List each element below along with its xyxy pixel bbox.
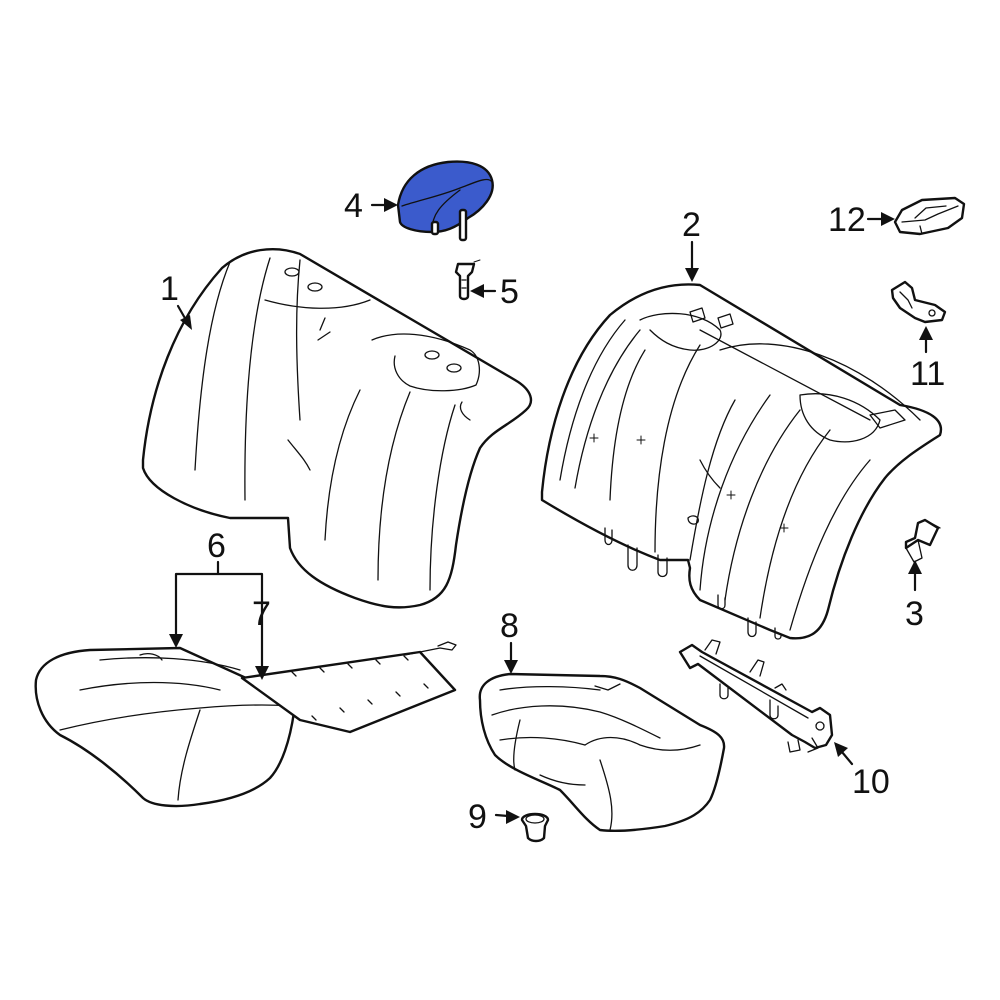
headrest-part[interactable]	[396, 160, 494, 242]
callout-11: 11	[910, 355, 945, 393]
bracket-part[interactable]	[890, 280, 947, 324]
callout-6: 6	[207, 527, 226, 565]
callout-4: 4	[344, 187, 363, 225]
grommet-part[interactable]	[520, 812, 550, 843]
seat-cushion-cover-part[interactable]	[34, 646, 296, 808]
callout-5: 5	[500, 273, 519, 311]
callout-12: 12	[828, 201, 866, 239]
callout-1: 1	[160, 270, 179, 308]
callout-9: 9	[468, 798, 487, 836]
headrest-guide-part[interactable]	[454, 259, 481, 301]
callout-labels: 1 2 3 4 5 6 7 8 9 10 11 12	[160, 187, 945, 836]
latch-assembly-part[interactable]	[678, 639, 834, 753]
buckle-part[interactable]	[893, 196, 966, 236]
seat-back-cover-part[interactable]	[141, 248, 533, 609]
callout-7: 7	[252, 595, 271, 633]
callout-10: 10	[852, 763, 890, 801]
callout-8: 8	[500, 607, 519, 645]
headrest-body	[396, 160, 494, 234]
seat-heater-mat-part[interactable]	[240, 641, 457, 734]
callout-3: 3	[905, 595, 924, 633]
seat-back-frame-part[interactable]	[540, 283, 943, 640]
callout-2: 2	[682, 206, 701, 244]
seat-cushion-pad-part[interactable]	[478, 672, 726, 832]
clip-part[interactable]	[904, 518, 941, 563]
leader-lines	[169, 198, 933, 824]
